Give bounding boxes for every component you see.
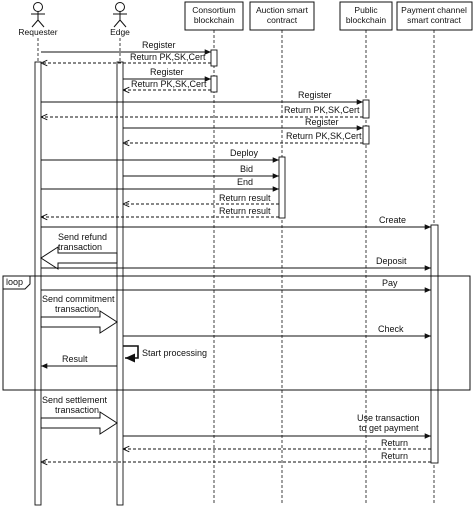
- msg-return-4: Return PK,SK,Cert: [286, 131, 362, 141]
- msg-start-processing: Start processing: [142, 348, 207, 358]
- activation-consortium-1: [210, 49, 218, 67]
- activation-consortium-2: [210, 75, 218, 93]
- msg-pay: Pay: [382, 278, 398, 288]
- participant-payment-line1: Payment channel: [401, 5, 467, 15]
- participant-payment-box: [396, 1, 473, 31]
- refund-block-arrow: [40, 246, 118, 270]
- participant-public-line2: blockchain: [346, 15, 386, 25]
- activation-payment: [430, 224, 439, 464]
- activation-requester: [34, 61, 42, 506]
- settlement-block-arrow: [40, 411, 118, 435]
- msg-register-1: Register: [142, 40, 176, 50]
- msg-refund-line2: transaction: [58, 242, 102, 252]
- msg-settlement-line1: Send settlement: [42, 395, 108, 405]
- msg-return-result-requester: Return result: [219, 206, 271, 216]
- msg-start-processing-arrow: [123, 345, 139, 363]
- msg-use-transaction-line2: to get payment: [359, 423, 419, 433]
- participant-public-line1: Public: [354, 5, 378, 15]
- msg-register-3: Register: [298, 90, 332, 100]
- activation-auction: [278, 156, 286, 219]
- msg-return-3: Return PK,SK,Cert: [284, 105, 360, 115]
- participant-auction-line1: Auction smart: [256, 5, 309, 15]
- msg-bid: Bid: [240, 164, 253, 174]
- msg-commitment-line1: Send commitment: [42, 294, 115, 304]
- msg-refund-line1: Send refund: [58, 232, 107, 242]
- msg-deploy: Deploy: [230, 148, 259, 158]
- participant-consortium-line1: Consortium: [192, 5, 235, 15]
- msg-end: End: [237, 177, 253, 187]
- msg-return-2: Return PK,SK,Cert: [131, 79, 207, 89]
- participant-edge: Edge: [110, 27, 130, 37]
- msg-register-4: Register: [305, 117, 339, 127]
- msg-return-edge: Return: [381, 438, 408, 448]
- msg-use-transaction-line1: Use transaction: [357, 413, 420, 423]
- participant-consortium-line2: blockchain: [194, 15, 234, 25]
- msg-deposit: Deposit: [376, 256, 407, 266]
- participant-payment-line2: smart contract: [407, 15, 461, 25]
- loop-label-tab: [2, 275, 31, 290]
- participant-requester: Requester: [18, 27, 57, 37]
- edge-actor-icon: [113, 2, 127, 28]
- activation-public-2: [362, 125, 370, 145]
- activation-public-1: [362, 99, 370, 119]
- loop-fragment: [2, 275, 471, 391]
- commitment-block-arrow: [40, 310, 118, 334]
- participant-public-box: [339, 1, 393, 31]
- msg-check: Check: [378, 324, 404, 334]
- msg-commitment-line2: transaction: [55, 304, 99, 314]
- msg-return-result-edge: Return result: [219, 193, 271, 203]
- msg-settlement-line2: transaction: [55, 405, 99, 415]
- msg-return-1: Return PK,SK,Cert: [130, 52, 206, 62]
- msg-register-2: Register: [150, 67, 184, 77]
- msg-result: Result: [62, 354, 88, 364]
- loop-label: loop: [6, 277, 23, 287]
- participant-auction-line2: contract: [267, 15, 298, 25]
- requester-actor-icon: [31, 2, 45, 28]
- msg-return-requester: Return: [381, 451, 408, 461]
- msg-create: Create: [379, 215, 406, 225]
- activation-edge: [116, 61, 124, 506]
- participant-consortium-box: [184, 1, 244, 31]
